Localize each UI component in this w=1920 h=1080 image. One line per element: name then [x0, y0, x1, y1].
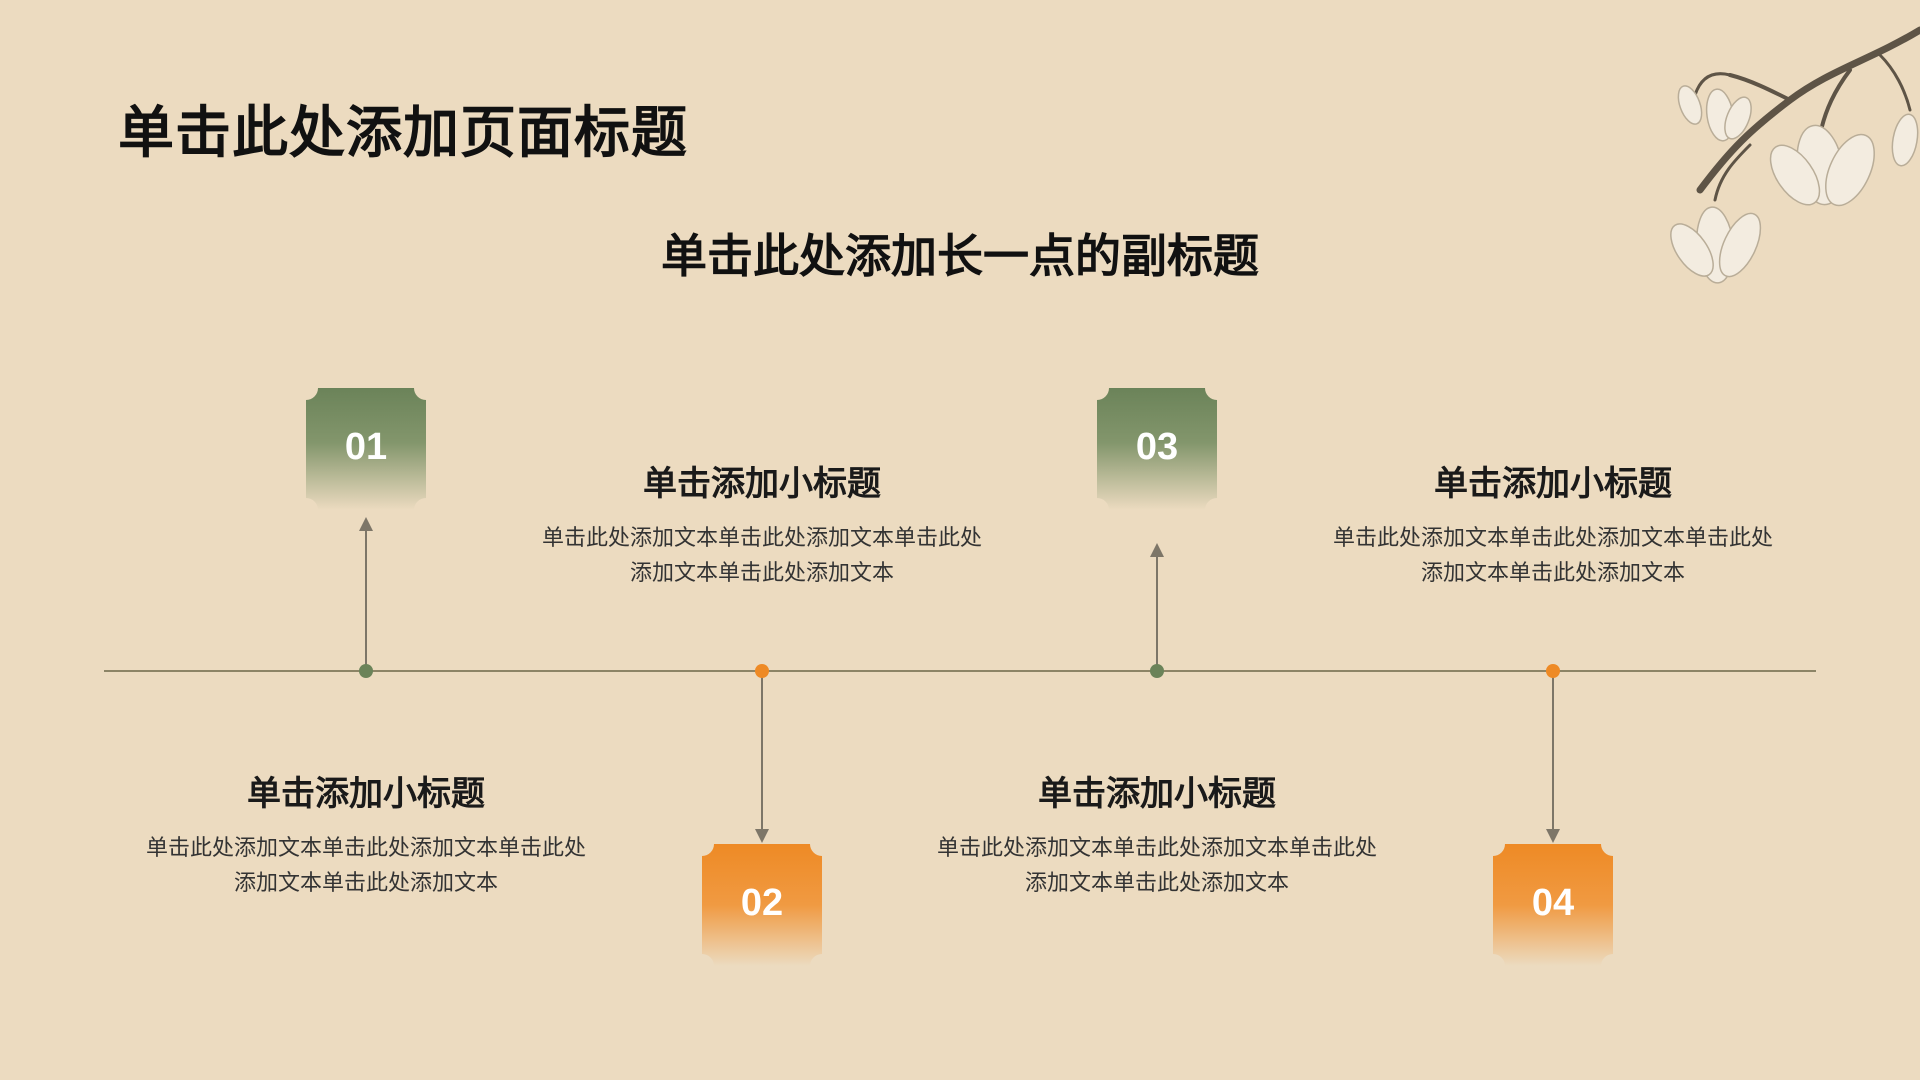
step-card-2[interactable]: 单击添加小标题 单击此处添加文本单击此处添加文本单击此处 添加文本单击此处添加文… [512, 456, 1012, 591]
step-title[interactable]: 单击添加小标题 [1434, 464, 1672, 504]
step-card-1[interactable]: 单击添加小标题 单击此处添加文本单击此处添加文本单击此处 添加文本单击此处添加文… [116, 766, 616, 901]
step-badge-1: 01 [306, 388, 426, 510]
step-description-line: 单击此处添加文本单击此处添加文本单击此处 [145, 836, 586, 861]
step-title[interactable]: 单击添加小标题 [643, 464, 881, 504]
step-card-3[interactable]: 单击添加小标题 单击此处添加文本单击此处添加文本单击此处 添加文本单击此处添加文… [907, 766, 1407, 901]
step-card-4[interactable]: 单击添加小标题 单击此处添加文本单击此处添加文本单击此处 添加文本单击此处添加文… [1303, 456, 1803, 591]
step-description[interactable]: 单击此处添加文本单击此处添加文本单击此处 添加文本单击此处添加文本 [1303, 521, 1803, 591]
magnolia-branch-icon [1670, 26, 1920, 284]
timeline-dot-3 [1150, 664, 1164, 678]
step-description-line: 添加文本单击此处添加文本 [233, 871, 498, 896]
step-description-line: 添加文本单击此处添加文本 [1024, 871, 1289, 896]
step-title[interactable]: 单击添加小标题 [1038, 774, 1276, 814]
step-number: 02 [740, 882, 784, 924]
step-title[interactable]: 单击添加小标题 [247, 774, 485, 814]
timeline-dot-1 [359, 664, 373, 678]
step-description-line: 添加文本单击此处添加文本 [1420, 561, 1685, 586]
step-number: 04 [1531, 882, 1575, 924]
step-description-line: 添加文本单击此处添加文本 [629, 561, 894, 586]
step-description[interactable]: 单击此处添加文本单击此处添加文本单击此处 添加文本单击此处添加文本 [907, 831, 1407, 901]
step-description-line: 单击此处添加文本单击此处添加文本单击此处 [936, 836, 1377, 861]
step-description-line: 单击此处添加文本单击此处添加文本单击此处 [1332, 526, 1773, 551]
page-title[interactable]: 单击此处添加页面标题 [118, 101, 688, 166]
timeline-dot-4 [1546, 664, 1560, 678]
step-description-line: 单击此处添加文本单击此处添加文本单击此处 [541, 526, 982, 551]
step-description[interactable]: 单击此处添加文本单击此处添加文本单击此处 添加文本单击此处添加文本 [512, 521, 1012, 591]
timeline-dot-2 [755, 664, 769, 678]
step-badge-4: 04 [1493, 844, 1613, 966]
step-number: 01 [344, 426, 388, 468]
step-description[interactable]: 单击此处添加文本单击此处添加文本单击此处 添加文本单击此处添加文本 [116, 831, 616, 901]
page-subtitle[interactable]: 单击此处添加长一点的副标题 [661, 229, 1259, 283]
step-number: 03 [1135, 426, 1179, 468]
step-badge-2: 02 [702, 844, 822, 966]
step-badge-3: 03 [1097, 388, 1217, 510]
